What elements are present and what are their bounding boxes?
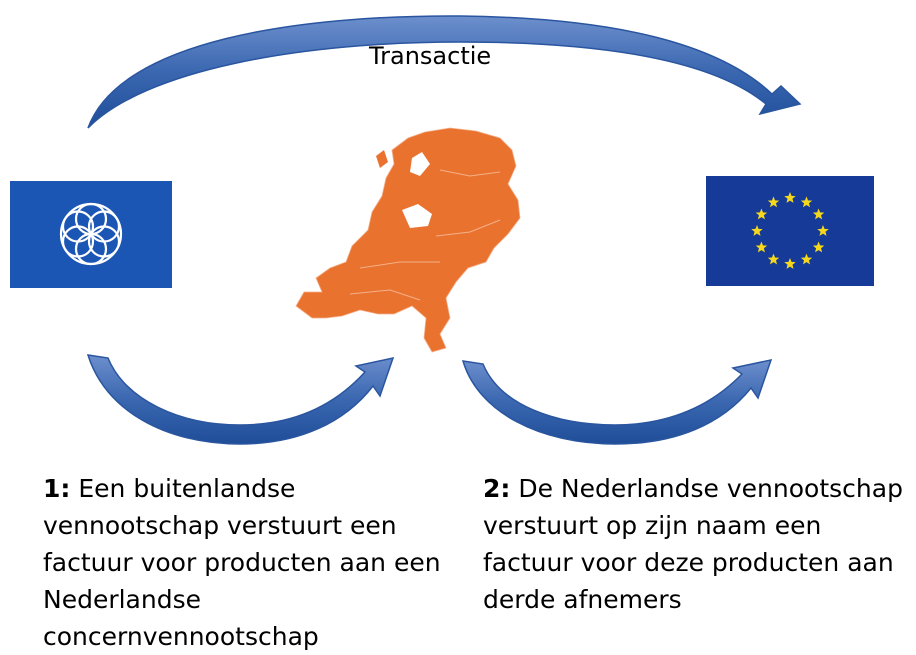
step-1-text-1: Een buitenlandse — [70, 474, 296, 503]
eu-star-icon — [767, 196, 780, 208]
eu-star-icon — [755, 241, 768, 253]
netherlands-map-icon — [295, 127, 521, 353]
step-1-line-1: 1: Een buitenlandse — [43, 470, 441, 507]
step-2-line-1: 2: De Nederlandse vennootschap — [483, 470, 903, 507]
bottom-right-arc-arrow — [461, 358, 773, 445]
eu-star-icon — [784, 258, 796, 269]
eu-flag-icon — [706, 176, 874, 286]
eu-star-icon — [784, 192, 796, 203]
step-1-caption: 1: Een buitenlandse vennootschap verstuu… — [43, 470, 441, 655]
step-2-line-4: derde afnemers — [483, 585, 682, 614]
step-1-line-5: concernvennootschap — [43, 622, 319, 651]
step-2-line-2: verstuurt op zijn naam een — [483, 511, 822, 540]
transaction-label: Transactie — [369, 42, 492, 70]
eu-star-icon — [755, 208, 768, 220]
eu-star-icon — [817, 225, 829, 236]
eu-star-icon — [812, 208, 825, 220]
step-2-caption: 2: De Nederlandse vennootschap verstuurt… — [483, 470, 903, 618]
step-2-line-3: factuur voor deze producten aan — [483, 548, 894, 577]
flower-of-life-flag-icon — [10, 181, 172, 288]
eu-star-icon — [800, 196, 813, 208]
top-arc-arrow — [87, 15, 802, 129]
step-2-number: 2: — [483, 474, 511, 503]
step-1-number: 1: — [43, 474, 71, 503]
eu-star-icon — [751, 225, 763, 236]
eu-star-icon — [812, 241, 825, 253]
step-2-text-1: De Nederlandse vennootschap — [510, 474, 903, 503]
eu-star-icon — [767, 253, 780, 265]
bottom-left-arc-arrow — [86, 354, 395, 445]
step-1-line-3: factuur voor producten aan een — [43, 548, 441, 577]
step-1-line-4: Nederlandse — [43, 585, 201, 614]
step-1-line-2: vennootschap verstuurt een — [43, 511, 397, 540]
eu-star-icon — [800, 253, 813, 265]
